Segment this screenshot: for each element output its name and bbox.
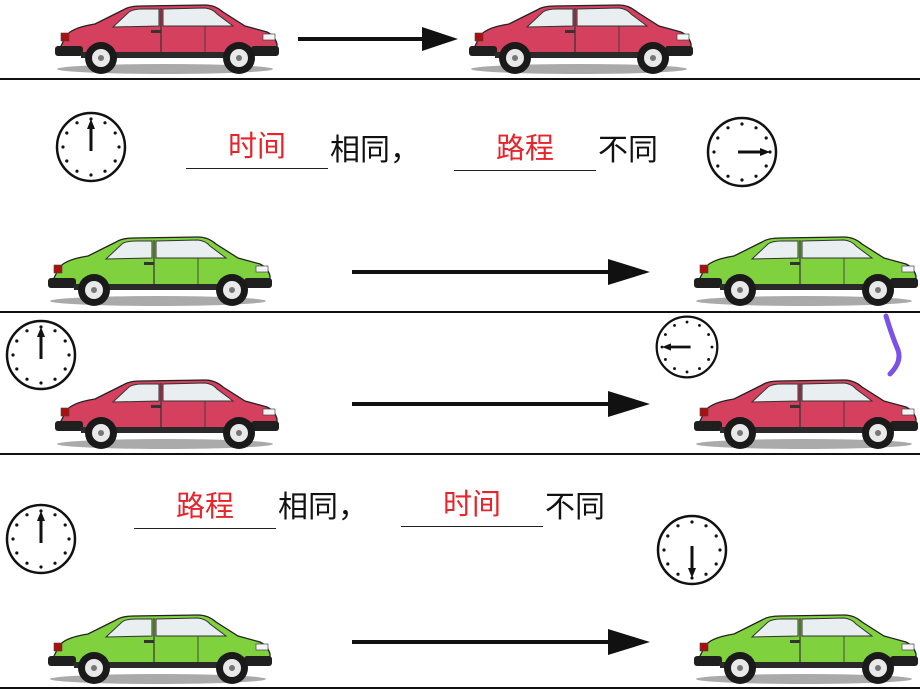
road-line: [0, 687, 920, 689]
clock-icon: [5, 319, 77, 391]
car-icon: [694, 614, 919, 685]
car-icon: [469, 4, 694, 75]
car-icon: [55, 4, 280, 75]
car-icon: [694, 236, 919, 307]
sentence-text: 相同，: [278, 490, 368, 525]
road-line: [0, 311, 920, 313]
answer-blank-distance[interactable]: 路程: [454, 130, 596, 171]
answer-blank-distance[interactable]: 路程: [134, 488, 276, 529]
arrow-right-icon: [352, 391, 650, 417]
answer-blank-time[interactable]: 时间: [401, 486, 543, 527]
car-icon: [694, 379, 919, 450]
sentence-text: 相同，: [330, 133, 420, 168]
car-icon: [48, 614, 273, 685]
road-line: [0, 78, 920, 80]
clock-icon: [655, 315, 719, 379]
car-icon: [48, 236, 273, 307]
clock-icon: [55, 111, 127, 183]
road-line: [0, 453, 920, 455]
arrow-right-icon: [352, 259, 650, 285]
car-icon: [55, 379, 280, 450]
arrow-right-icon: [352, 629, 650, 655]
answer-blank-time[interactable]: 时间: [186, 128, 328, 169]
sentence-text: 不同: [598, 133, 658, 168]
pen-annotation: [883, 313, 902, 377]
clock-icon: [656, 514, 728, 586]
clock-icon: [5, 503, 77, 575]
clock-icon: [706, 116, 778, 188]
arrow-right-icon: [298, 27, 458, 51]
sentence-text: 不同: [545, 490, 605, 525]
